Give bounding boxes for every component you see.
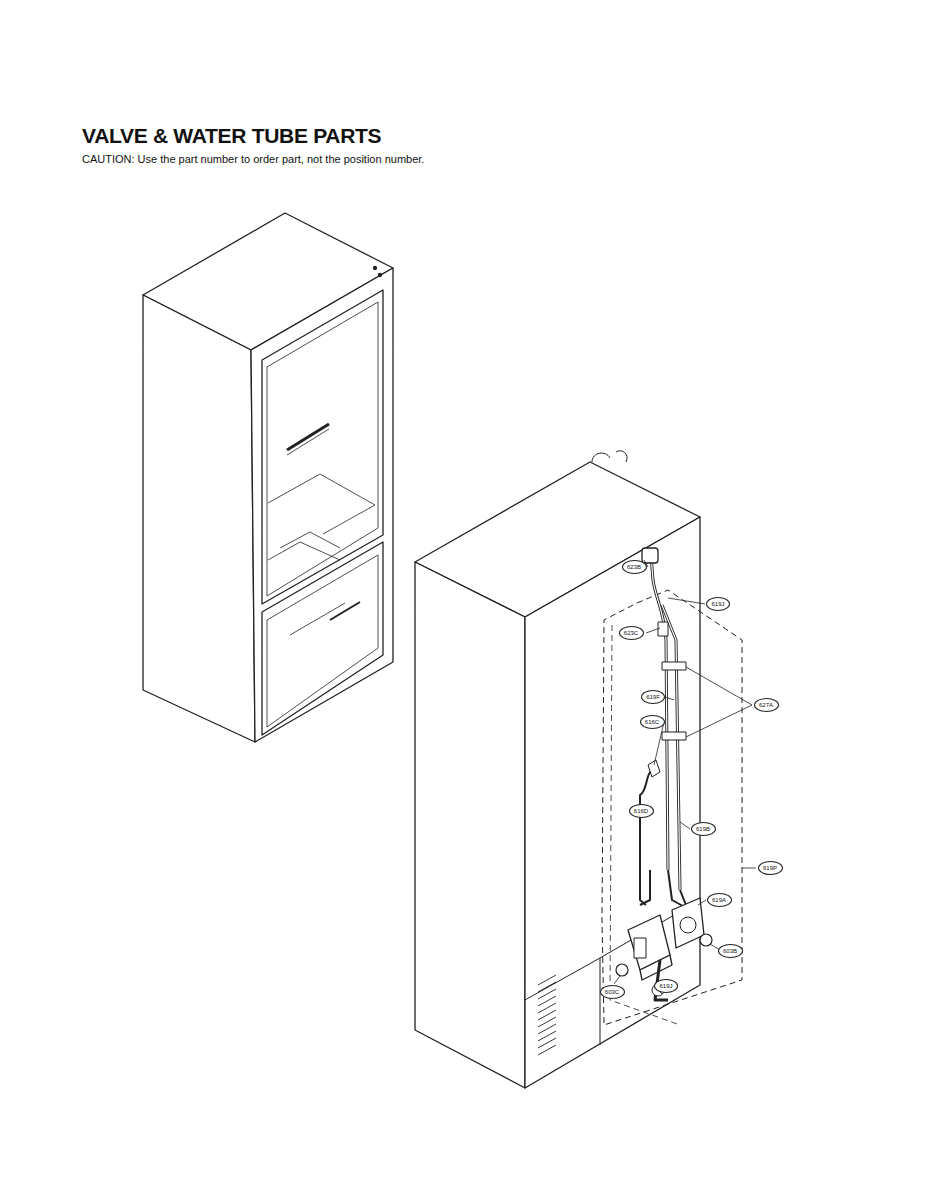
callout-number: 619B	[696, 826, 710, 832]
callout-oval: 619J	[654, 979, 678, 993]
callout-oval: 623B	[622, 560, 647, 574]
callout-oval: 627A	[754, 698, 779, 712]
callout-oval: 619B	[691, 822, 716, 836]
callout-oval: 619A	[707, 893, 732, 907]
callout-oval: 619J	[706, 597, 730, 611]
callout-oval: 616C	[640, 715, 665, 729]
callout-oval: 616D	[629, 804, 654, 818]
callout-number: 619J	[711, 601, 724, 607]
callout-oval: 603B	[718, 944, 743, 958]
callout-oval: 619F	[641, 690, 665, 704]
callout-number: 623B	[627, 564, 641, 570]
callout-oval: 603C	[600, 985, 625, 999]
callout-number: 603B	[723, 948, 737, 954]
callout-oval: 623C	[619, 626, 644, 640]
callout-oval: 619P	[758, 861, 783, 875]
callout-number: 623C	[624, 630, 638, 636]
callout-number: 603C	[605, 989, 619, 995]
caution-note: CAUTION: Use the part number to order pa…	[82, 153, 424, 165]
callout-number: 616D	[634, 808, 648, 814]
callout-number: 616C	[645, 719, 659, 725]
page-title: VALVE & WATER TUBE PARTS	[82, 124, 381, 148]
callout-number: 627A	[759, 702, 773, 708]
callout-number: 619A	[712, 897, 726, 903]
callout-number: 619F	[646, 694, 660, 700]
callout-number: 619P	[763, 865, 777, 871]
callout-number: 619J	[659, 983, 672, 989]
